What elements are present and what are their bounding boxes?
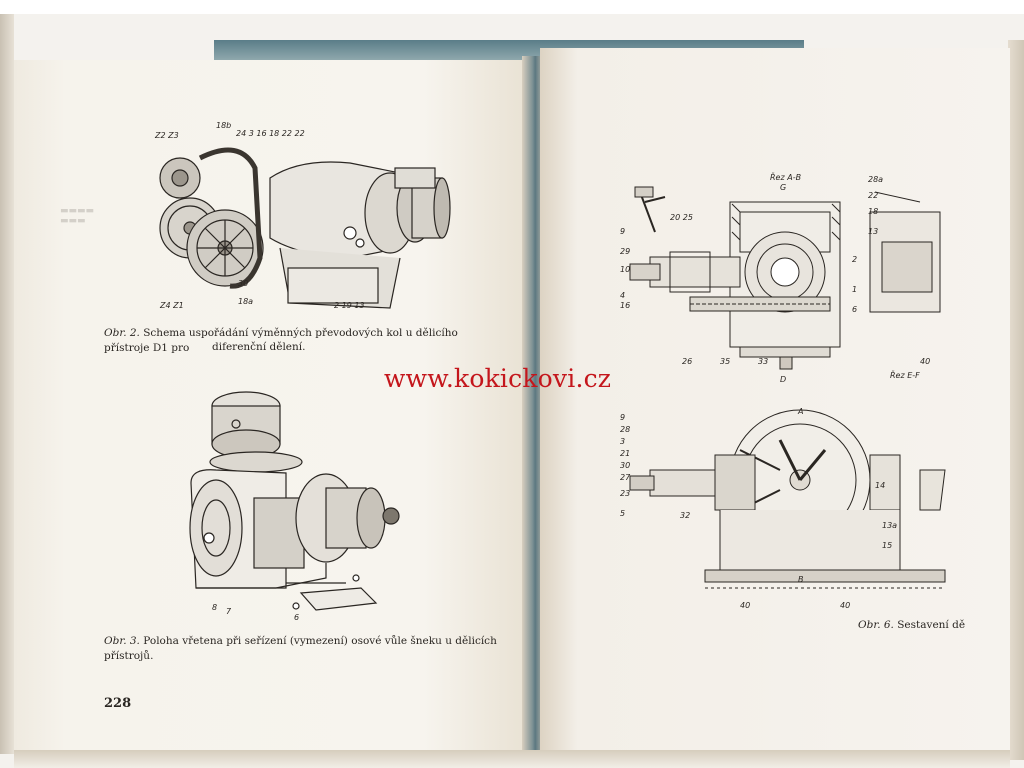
svg-text:13a: 13a xyxy=(882,521,897,530)
svg-text:40: 40 xyxy=(840,601,850,610)
svg-text:Z4 Z1: Z4 Z1 xyxy=(159,301,184,310)
svg-text:B: B xyxy=(798,575,804,584)
figure6-caption-text: Sestavení dě xyxy=(897,619,966,631)
svg-text:20 25: 20 25 xyxy=(670,213,693,222)
svg-text:1: 1 xyxy=(852,285,857,294)
svg-text:6: 6 xyxy=(852,305,857,314)
svg-text:10: 10 xyxy=(620,265,630,274)
svg-text:A: A xyxy=(797,407,803,416)
figure3-drawing: 8 7 6 xyxy=(189,391,400,622)
svg-text:14: 14 xyxy=(875,481,885,490)
svg-text:33: 33 xyxy=(758,357,768,366)
figure6-section-drawing: Řez A-B G Řez E-F 9 29 10 4 16 20 25 26 … xyxy=(620,171,941,384)
svg-text:18a: 18a xyxy=(238,297,253,306)
svg-text:29: 29 xyxy=(620,247,630,256)
svg-text:3: 3 xyxy=(620,437,625,446)
book-bottom-edge xyxy=(14,750,1010,768)
svg-text:28: 28 xyxy=(620,425,630,434)
svg-text:27: 27 xyxy=(620,473,631,482)
svg-text:35: 35 xyxy=(720,357,730,366)
figure2-caption: Obr. 2. Schema uspořádání výměnných přev… xyxy=(104,326,504,356)
svg-text:28a: 28a xyxy=(868,175,883,184)
svg-text:2: 2 xyxy=(852,255,857,264)
svg-text:40: 40 xyxy=(740,601,750,610)
svg-text:30: 30 xyxy=(620,461,630,470)
svg-text:Z2 Z3: Z2 Z3 xyxy=(154,131,179,140)
svg-text:7: 7 xyxy=(226,607,232,616)
svg-text:26: 26 xyxy=(682,357,692,366)
svg-text:Řez A-B: Řez A-B xyxy=(770,171,801,182)
svg-text:9: 9 xyxy=(620,413,625,422)
top-margin xyxy=(0,0,1024,14)
show-through: ▬▬▬▬ ▬▬▬ xyxy=(60,206,95,226)
svg-text:5: 5 xyxy=(620,509,625,518)
figure6-caption: Obr. 6. Sestavení dě xyxy=(858,618,1008,633)
page-number: 228 xyxy=(104,696,132,711)
svg-text:9: 9 xyxy=(620,227,625,236)
svg-text:18b: 18b xyxy=(216,121,231,130)
figure6-view-drawing: 9 28 3 21 30 27 23 5 32 14 13a 15 A B 40… xyxy=(620,407,946,610)
svg-text:D: D xyxy=(780,375,786,384)
svg-text:2 19 13: 2 19 13 xyxy=(334,301,365,310)
svg-text:32: 32 xyxy=(680,511,690,520)
svg-text:Řez E-F: Řez E-F xyxy=(890,369,920,380)
figure6-caption-prefix: Obr. 6. xyxy=(858,619,894,631)
svg-text:G: G xyxy=(780,183,786,192)
figure3-caption: Obr. 3. Poloha vřetena při seřízení (vym… xyxy=(104,634,514,664)
svg-text:4: 4 xyxy=(620,291,625,300)
figure2-drawing: Z2 Z3 18b 24 3 16 18 22 22 Z4 Z1 30 18a … xyxy=(154,121,451,310)
figure3-caption-prefix: Obr. 3. xyxy=(104,635,140,647)
svg-text:21: 21 xyxy=(620,449,630,458)
svg-text:18: 18 xyxy=(868,207,878,216)
figure2-caption-line2: diferenční dělení. xyxy=(212,341,306,353)
svg-text:6: 6 xyxy=(294,613,299,622)
svg-text:24 3 16 18 22 22: 24 3 16 18 22 22 xyxy=(236,129,305,138)
svg-text:8: 8 xyxy=(212,603,217,612)
svg-text:30: 30 xyxy=(238,279,248,288)
book-cover-right xyxy=(1008,40,1024,760)
figure2-caption-prefix: Obr. 2. xyxy=(104,327,140,339)
watermark-text: www.kokickovi.cz xyxy=(384,364,612,393)
svg-text:13: 13 xyxy=(868,227,878,236)
svg-text:16: 16 xyxy=(620,301,630,310)
right-page xyxy=(540,48,1010,752)
svg-text:40: 40 xyxy=(920,357,930,366)
figure3-caption-text: Poloha vřetena při seřízení (vymezení) o… xyxy=(104,635,497,662)
figure2-caption-text: Schema uspořádání výměnných převodových … xyxy=(104,327,458,354)
svg-text:22: 22 xyxy=(868,191,878,200)
svg-text:15: 15 xyxy=(882,541,892,550)
book-cover-left xyxy=(0,14,14,754)
svg-text:23: 23 xyxy=(620,489,630,498)
